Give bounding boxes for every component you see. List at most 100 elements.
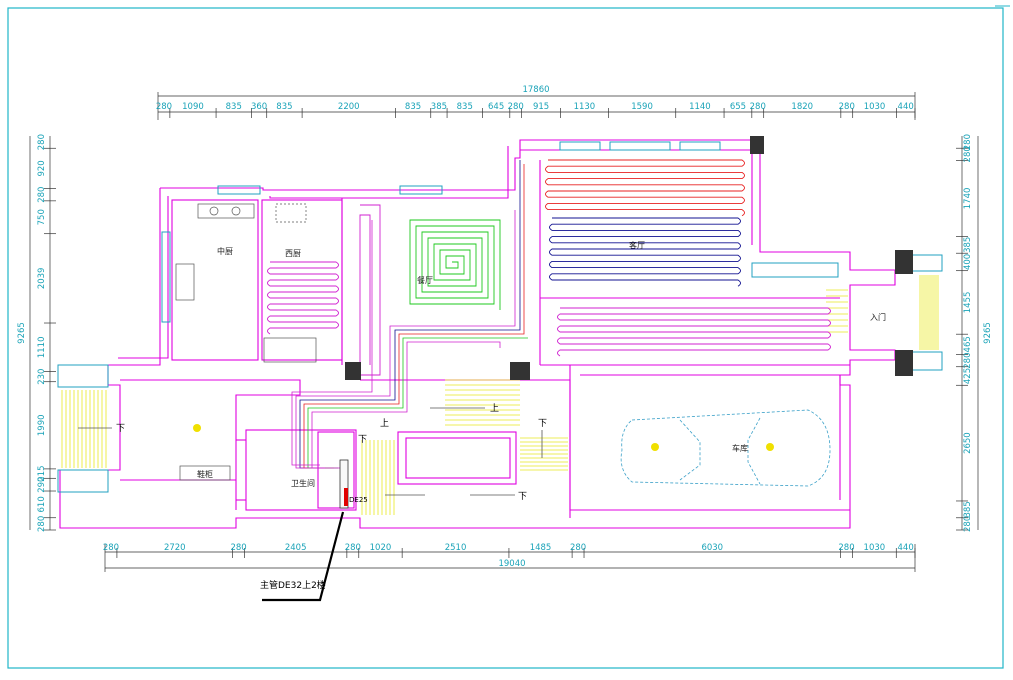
car-outline [620, 409, 831, 487]
room-living: 客厅 [629, 240, 645, 250]
annotation-down-4: 下 [358, 435, 367, 445]
top-dim-label: 2200 [338, 102, 360, 112]
room-garage: 车库 [732, 443, 748, 453]
main-pipe-riser [344, 488, 348, 506]
window-frames [57, 141, 943, 493]
bottom-dim-label: 2720 [164, 543, 186, 553]
structural-columns [345, 136, 913, 380]
right-dim-label: 400 [963, 254, 973, 270]
top-dim-label: 440 [898, 102, 914, 112]
left-dim-label: 920 [37, 160, 47, 176]
right-dim-label: 280 [963, 146, 973, 162]
top-dim-label: 280 [750, 102, 766, 112]
top-dim-label: 915 [533, 102, 549, 112]
left-dim-label: 1110 [37, 337, 47, 359]
top-dim-label: 835 [276, 102, 292, 112]
pipe-dining-green [409, 219, 501, 310]
top-dim-label: 1030 [864, 102, 886, 112]
top-dimension-chain [157, 92, 916, 120]
bottom-total-dimension: 19040 [498, 559, 525, 569]
top-dim-label: 835 [457, 102, 473, 112]
left-dim-label: 750 [37, 209, 47, 225]
top-dim-label: 280 [839, 102, 855, 112]
top-dim-label: 280 [508, 102, 524, 112]
left-dim-label: 215 [37, 465, 47, 481]
bottom-dim-label: 2405 [285, 543, 307, 553]
top-dim-label: 1590 [631, 102, 653, 112]
left-dim-label: 1990 [37, 414, 47, 436]
stair-treads [61, 275, 939, 515]
room-entrance: 入门 [870, 312, 886, 322]
top-dim-label: 280 [156, 102, 172, 112]
left-total-dimension: 9265 [17, 322, 27, 344]
top-total-dimension: 17860 [522, 85, 549, 95]
left-dim-label: 280 [37, 134, 47, 150]
room-western-kitchen: 西厨 [285, 249, 301, 258]
left-dim-label: 610 [37, 496, 47, 512]
right-dim-label: 280 [963, 352, 973, 368]
pipe-magenta [267, 204, 831, 376]
top-dim-label: 1820 [791, 102, 813, 112]
right-dim-label: 385 [963, 501, 973, 517]
drawing-frame [7, 7, 1004, 669]
annotation-down-2: 下 [538, 419, 547, 429]
bottom-dimension-chain [104, 544, 916, 572]
left-dim-label: 280 [37, 516, 47, 532]
right-total-dimension: 9265 [983, 322, 993, 344]
manifold [339, 459, 349, 509]
room-kitchen: 中厨 [217, 246, 233, 256]
ceiling-lamps [193, 424, 774, 451]
right-dim-label: 1455 [963, 292, 973, 314]
right-dim-label: 280 [963, 516, 973, 532]
top-dim-label: 1130 [574, 102, 596, 112]
right-dim-label: 2650 [963, 432, 973, 454]
annotation-up-2: 上 [380, 418, 389, 429]
bottom-dim-label: 6030 [701, 543, 723, 553]
bottom-dim-label: 280 [345, 543, 361, 553]
left-dim-label: 230 [37, 369, 47, 385]
room-storage: 鞋柜 [197, 469, 213, 479]
right-dimension-chain [956, 136, 979, 531]
annotation-down-1: 下 [116, 424, 125, 434]
right-dim-label: 425 [963, 368, 973, 384]
bottom-dim-label: 1485 [530, 543, 552, 553]
bottom-dim-label: 280 [230, 543, 246, 553]
pipe-supply-lines [291, 160, 528, 469]
top-dim-label: 385 [431, 102, 447, 112]
top-dim-label: 835 [405, 102, 421, 112]
right-dim-label: 280 [963, 134, 973, 150]
annotation-pipe-size: DE25 [349, 496, 368, 504]
annotation-down-3: 下 [518, 492, 527, 502]
pipe-living-red [545, 159, 745, 217]
right-dim-label: 385 [963, 237, 973, 253]
kitchen-fixtures [175, 203, 317, 481]
left-dim-label: 2039 [37, 268, 47, 290]
bottom-dim-label: 1030 [864, 543, 886, 553]
right-dim-label: 465 [963, 336, 973, 352]
top-dim-label: 1140 [689, 102, 711, 112]
right-dim-label: 1740 [963, 188, 973, 210]
room-dining: 餐厅 [417, 276, 433, 285]
bottom-dim-label: 440 [898, 543, 914, 553]
pipe-living-blue [549, 217, 741, 287]
top-dim-label: 645 [488, 102, 504, 112]
annotation-main-pipe: 主管DE32上2楼 [260, 579, 326, 591]
left-dim-label: 290 [37, 477, 47, 493]
top-dim-label: 655 [730, 102, 746, 112]
main-pipe-leader [262, 511, 345, 602]
bottom-dim-label: 280 [103, 543, 119, 553]
left-dim-label: 280 [37, 187, 47, 203]
bottom-dim-label: 280 [570, 543, 586, 553]
annotation-up-1: 上 [490, 403, 499, 414]
top-dim-label: 1090 [182, 102, 204, 112]
top-dim-label: 360 [251, 102, 267, 112]
bottom-dim-label: 1020 [370, 543, 392, 553]
stair-arrows [78, 407, 543, 496]
room-bathroom: 卫生间 [291, 478, 315, 488]
bottom-dim-label: 2510 [445, 543, 467, 553]
